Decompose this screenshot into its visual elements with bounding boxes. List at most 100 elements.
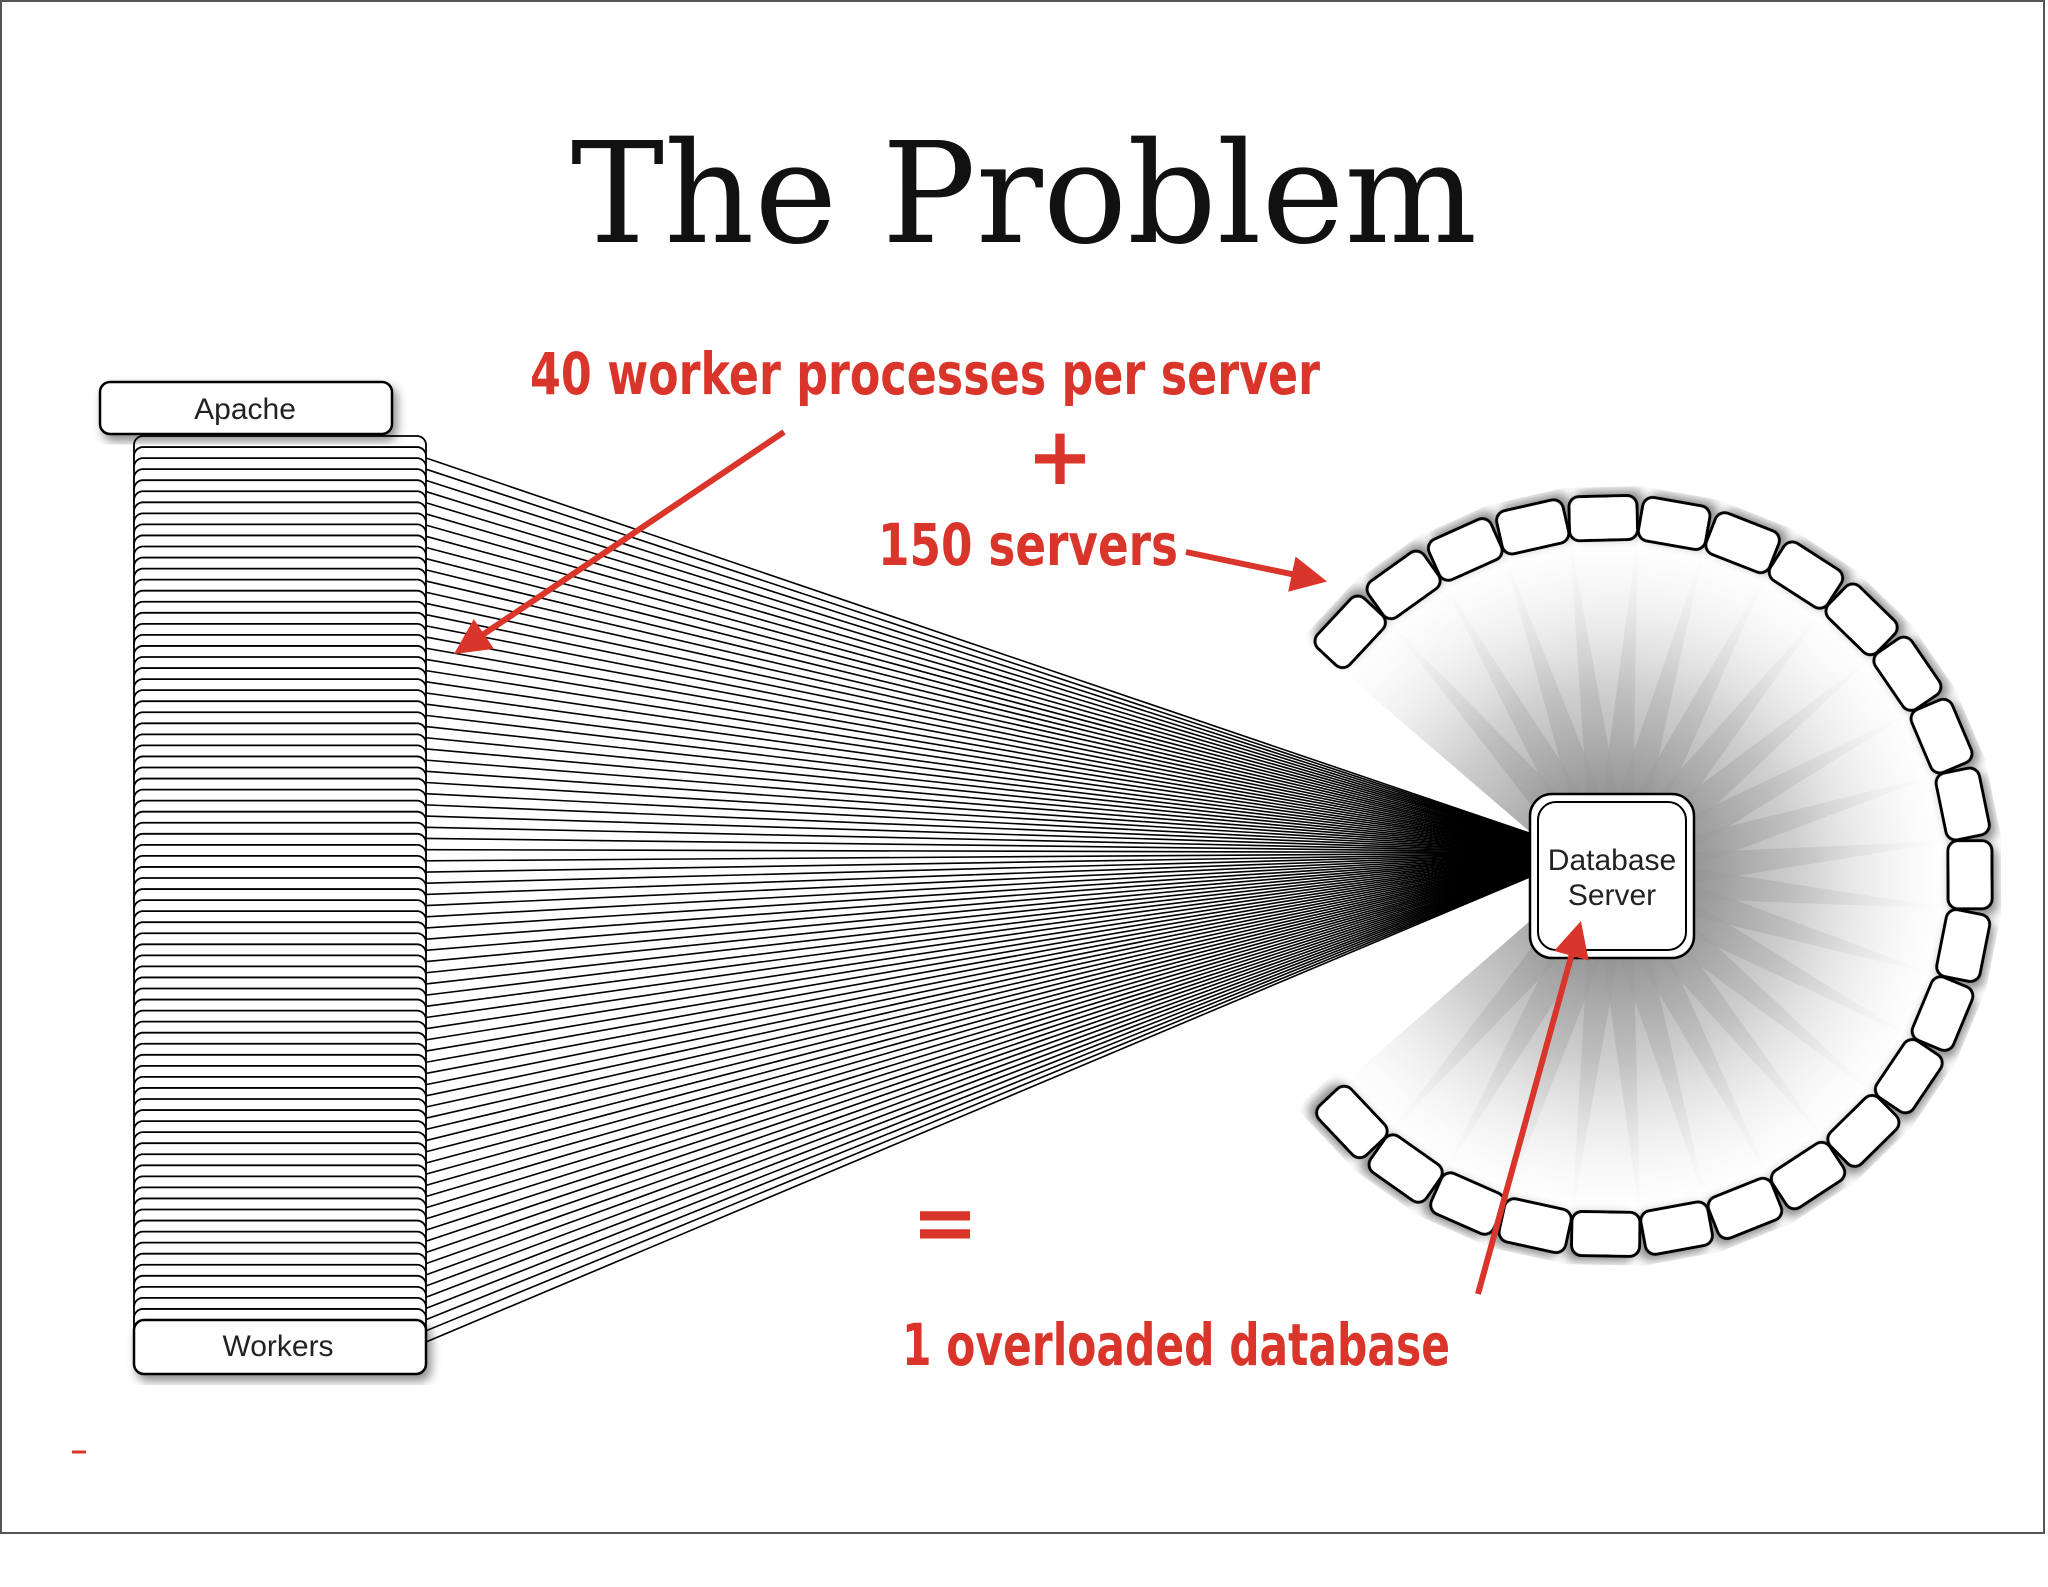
- server-node: [1315, 1084, 1389, 1160]
- connection-line: [425, 873, 1533, 1310]
- connection-line: [425, 853, 1533, 896]
- servers-annotation: 150 servers: [878, 511, 1178, 579]
- server-node: [1706, 1176, 1784, 1240]
- connection-line: [425, 864, 1533, 1119]
- server-node: [1946, 839, 1994, 911]
- connection-line: [425, 860, 1533, 1030]
- connection-line: [425, 857, 1533, 963]
- connection-line: [425, 513, 1533, 838]
- overloaded-annotation: 1 overloaded database: [902, 1311, 1450, 1379]
- connection-line: [425, 865, 1533, 1131]
- server-node: [1910, 975, 1975, 1052]
- connection-line: [425, 874, 1533, 1321]
- connection-line: [425, 862, 1533, 1075]
- connection-line: [425, 858, 1533, 985]
- server-node: [1873, 1038, 1944, 1115]
- connection-line: [425, 457, 1533, 835]
- connection-line: [425, 692, 1533, 846]
- server-node: [1365, 549, 1442, 621]
- connection-line: [425, 647, 1533, 844]
- connection-line: [425, 862, 1533, 1086]
- server-node: [1567, 494, 1640, 543]
- server-node: [1495, 498, 1571, 556]
- connection-line: [425, 658, 1533, 845]
- connection-line: [425, 861, 1533, 1064]
- connection-line: [425, 748, 1533, 849]
- workers-annotation: 40 worker processes per server: [530, 340, 1320, 408]
- connection-line: [425, 853, 1533, 885]
- connection-line: [425, 868, 1533, 1209]
- server-node: [1935, 908, 1992, 983]
- connection-line: [425, 875, 1533, 1343]
- connection-line: [425, 591, 1533, 842]
- server-node: [1767, 540, 1845, 610]
- plus-sign: +: [1026, 410, 1093, 503]
- connection-line: [425, 524, 1533, 838]
- server-node: [1313, 594, 1387, 670]
- connection-line: [425, 770, 1533, 850]
- workers-label: Workers: [222, 1330, 333, 1363]
- connection-line: [425, 852, 1533, 873]
- connection-line: [425, 546, 1533, 840]
- connection-line: [425, 859, 1533, 1008]
- server-node: [1824, 582, 1899, 657]
- connection-line: [425, 860, 1533, 1041]
- server-node: [1704, 511, 1781, 575]
- connection-line: [425, 855, 1533, 929]
- connection-line: [425, 868, 1533, 1198]
- connection-line: [425, 874, 1533, 1332]
- database-label-line2: Server: [1568, 879, 1656, 912]
- connection-line: [425, 854, 1533, 918]
- connection-line: [425, 864, 1533, 1108]
- connection-line: [425, 792, 1533, 851]
- arrow-to-workers: [454, 429, 786, 655]
- connection-line: [425, 837, 1533, 853]
- connection-line: [425, 535, 1533, 839]
- connection-line: [425, 854, 1533, 907]
- connection-line: [425, 863, 1533, 1097]
- database-server-box: Database Server: [1528, 792, 1696, 960]
- connection-line: [425, 781, 1533, 851]
- server-node: [1367, 1133, 1444, 1204]
- connection-line: [425, 580, 1533, 841]
- connection-line: [425, 848, 1533, 854]
- connection-line: [425, 669, 1533, 845]
- server-node: [1639, 1200, 1714, 1256]
- server-node: [1909, 697, 1974, 775]
- server-node: [1769, 1140, 1847, 1211]
- server-node: [1636, 495, 1712, 551]
- equals-sign: =: [911, 1176, 978, 1269]
- connection-line: [425, 866, 1533, 1153]
- server-node: [1570, 1210, 1642, 1258]
- connection-line: [425, 871, 1533, 1265]
- connection-line: [425, 858, 1533, 996]
- connection-line: [425, 736, 1533, 849]
- connection-line: [425, 859, 1533, 1019]
- arrow-to-servers: [1185, 549, 1328, 592]
- server-node: [1872, 635, 1943, 712]
- connection-line: [425, 804, 1533, 852]
- connection-line: [425, 501, 1533, 837]
- connection-line: [425, 681, 1533, 846]
- apache-label: Apache: [194, 393, 296, 426]
- connection-line: [425, 869, 1533, 1220]
- connection-line: [425, 759, 1533, 850]
- connection-line: [425, 613, 1533, 843]
- connection-line: [425, 725, 1533, 848]
- connection-line: [425, 815, 1533, 852]
- slide-title: The Problem: [571, 113, 1477, 276]
- server-node: [1826, 1094, 1901, 1168]
- database-label-line1: Database: [1548, 844, 1676, 877]
- workers-box: [132, 1318, 428, 1376]
- connection-line: [425, 870, 1533, 1254]
- connection-line: [425, 714, 1533, 848]
- connection-line: [425, 479, 1533, 836]
- apache-box: Apache: [98, 380, 394, 436]
- connection-line: [425, 857, 1533, 974]
- connection-line: [425, 826, 1533, 853]
- connection-line: [425, 569, 1533, 841]
- connection-line: [425, 867, 1533, 1187]
- connection-line: [425, 870, 1533, 1243]
- arrow-to-database: [1475, 921, 1589, 1295]
- diagram-canvas: The Problem Apache Workers Database Serv…: [72, 113, 1994, 1454]
